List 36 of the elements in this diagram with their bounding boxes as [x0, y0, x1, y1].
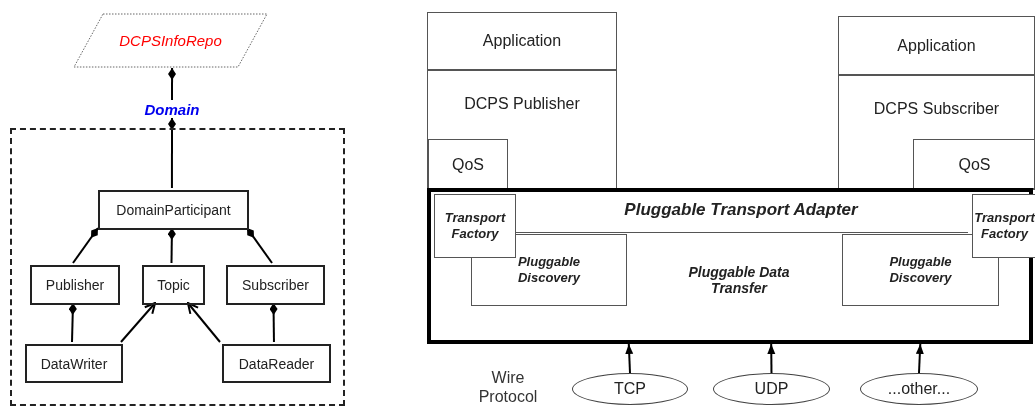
class-box: Publisher — [30, 265, 120, 305]
layer-box — [427, 70, 617, 189]
composition-line — [246, 227, 273, 264]
component-label: Pluggable Data Transfer — [687, 264, 791, 296]
layer-title: DCPS Subscriber — [872, 100, 1001, 118]
composition-line — [68, 302, 77, 343]
arrow — [186, 302, 221, 343]
adapter-title: Pluggable Transport Adapter — [623, 200, 860, 220]
component-box: Transport Factory — [972, 194, 1035, 258]
dashed-boundary — [10, 128, 345, 406]
layer-box: Application — [838, 16, 1035, 75]
repository-parallelogram — [73, 13, 268, 68]
layer-box: Application — [427, 12, 617, 70]
class-box: DomainParticipant — [98, 190, 249, 230]
arrow — [625, 343, 634, 374]
layer-box — [838, 75, 1035, 189]
arrow — [915, 343, 924, 374]
composition-line — [269, 302, 278, 343]
composition-line — [72, 227, 99, 264]
arrow — [120, 302, 157, 343]
layer-box: QoS — [428, 139, 508, 190]
component-box: Transport Factory — [434, 194, 516, 258]
class-box: Subscriber — [226, 265, 325, 305]
composition-line — [168, 67, 177, 101]
node-label: DCPSInfoRepo — [119, 32, 222, 49]
domain-label: Domain — [130, 100, 214, 118]
layer-box: QoS — [913, 139, 1035, 190]
arrow — [767, 343, 776, 374]
side-label: Wire Protocol — [477, 368, 539, 407]
class-box: DataWriter — [25, 344, 123, 383]
class-box: Topic — [142, 265, 205, 305]
layer-title: DCPS Publisher — [463, 95, 581, 113]
composition-line — [167, 227, 176, 264]
adapter-box — [427, 188, 1033, 344]
composition-line — [168, 117, 176, 189]
class-box: DataReader — [222, 344, 331, 383]
